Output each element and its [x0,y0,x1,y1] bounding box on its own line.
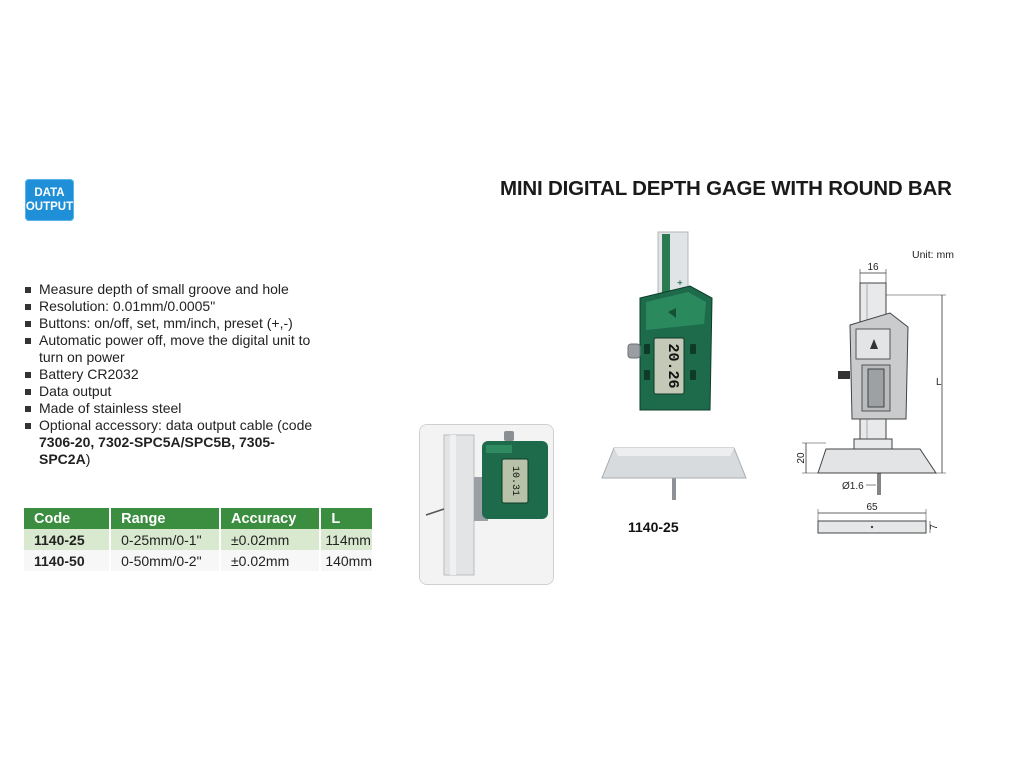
product-image: + 20.26 [560,220,760,520]
cell-code: 1140-25 [24,529,112,550]
beam-marking: + [675,280,685,285]
usage-illustration: 10.31 [420,425,553,584]
product-title: MINI DIGITAL DEPTH GAGE WITH ROUND BAR [500,177,952,200]
feature-item: Measure depth of small groove and hole [24,281,324,298]
cell-range: 0-50mm/0-2" [110,550,221,571]
cell-accuracy: ±0.02mm [219,529,322,550]
dim-width: 65 [866,502,878,513]
cell-length: 114mm [320,529,372,550]
feature-list: Measure depth of small groove and hole R… [24,281,324,468]
feature-item-accessory: Optional accessory: data output cable (c… [24,417,324,468]
badge-line-2: OUTPUT [25,201,74,213]
dim-top: 16 [867,262,879,273]
dim-diameter: Ø1.6 [842,481,864,492]
feature-item: Automatic power off, move the digital un… [24,332,324,366]
accessory-suffix: ) [85,451,91,467]
feature-item: Resolution: 0.01mm/0.0005" [24,298,324,315]
data-output-badge: DATA OUTPUT [25,179,74,221]
cell-code: 1140-50 [24,550,112,571]
technical-drawing: 16 20 L Ø1.6 65 7 [790,243,980,543]
dimension-drawing: 16 20 L Ø1.6 65 7 [796,262,946,534]
accessory-prefix: Optional accessory: data output cable (c… [39,417,313,433]
cell-accuracy: ±0.02mm [219,550,322,571]
usage-photo: 10.31 [419,424,554,585]
depth-gage-illustration: + 20.26 [601,231,747,500]
model-label: 1140-25 [628,519,679,535]
table-header-row: Code Range Accuracy L [24,508,372,529]
feature-item: Battery CR2032 [24,366,324,383]
table-row: 1140-25 0-25mm/0-1" ±0.02mm 114mm [24,529,372,550]
accessory-codes: 7306-20, 7302-SPC5A/SPC5B, 7305-SPC2A [39,434,275,467]
spec-table: Code Range Accuracy L 1140-25 0-25mm/0-1… [24,508,372,571]
header-accuracy: Accuracy [219,508,322,529]
feature-item: Made of stainless steel [24,400,324,417]
header-length: L [320,508,372,529]
feature-item: Data output [24,383,324,400]
badge-line-1: DATA [34,187,65,199]
table-row: 1140-50 0-50mm/0-2" ±0.02mm 140mm [24,550,372,571]
cell-range: 0-25mm/0-1" [110,529,221,550]
header-range: Range [110,508,221,529]
dim-base: 20 [796,452,807,464]
lcd-display-reading: 20.26 [664,343,681,388]
dim-thickness: 7 [929,524,940,530]
cell-length: 140mm [320,550,372,571]
header-code: Code [24,508,112,529]
photo-display-reading: 10.31 [509,466,520,496]
dim-height: L [936,377,942,388]
unit-label: Unit: mm [912,249,954,261]
feature-item: Buttons: on/off, set, mm/inch, preset (+… [24,315,324,332]
